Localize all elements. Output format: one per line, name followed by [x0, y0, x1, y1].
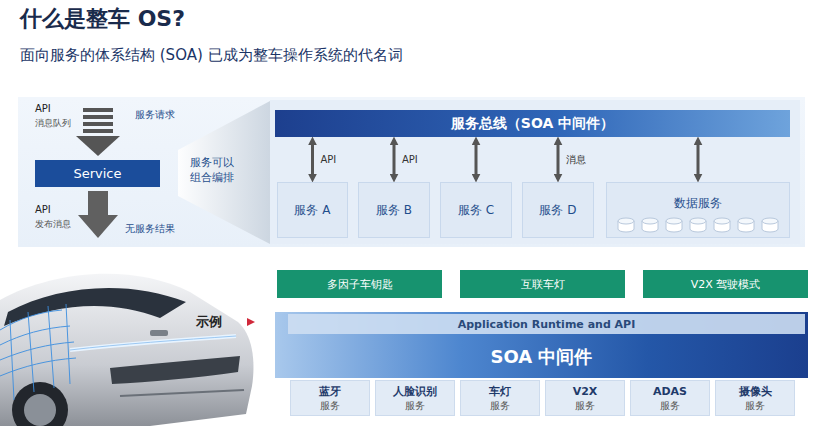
node-text: ADAS	[653, 384, 687, 399]
annotation-label: 消息队列	[35, 117, 71, 130]
base-service-box: ADAS服务	[630, 380, 710, 416]
node-text: 服务	[575, 399, 595, 413]
connector-label: API	[321, 154, 337, 165]
base-service-box: V2X服务	[545, 380, 625, 416]
service-area	[270, 100, 800, 244]
compose-funnel	[178, 101, 270, 244]
database-icons	[614, 217, 784, 233]
node-text: 服务 D	[539, 202, 576, 219]
node-text: V2X	[573, 384, 598, 399]
node-text: 服务总线（SOA 中间件）	[451, 115, 614, 133]
node-text: V2X 驾驶模式	[691, 277, 761, 292]
upper-panel	[18, 97, 805, 247]
node-text: 多因子车钥匙	[327, 277, 393, 292]
node-text: 人脸识别	[393, 384, 437, 399]
node-text: 服务	[405, 399, 425, 413]
node-text: 车灯	[489, 384, 511, 399]
node-text: 互联车灯	[521, 277, 565, 292]
connector-label: 消息	[566, 153, 586, 167]
base-service-box: 摄像头服务	[715, 380, 795, 416]
node-text: 服务	[660, 399, 680, 413]
service-box: Service	[35, 160, 160, 187]
node-text: 服务	[320, 399, 340, 413]
node-text: Service	[73, 166, 121, 181]
annotation-label: API	[35, 204, 51, 215]
node-text: 服务 B	[376, 202, 412, 219]
runtime-bar: Application Runtime and API	[288, 314, 805, 334]
annotation-label: 服务可以 组合编排	[190, 155, 240, 185]
feature-button: V2X 驾驶模式	[643, 270, 808, 298]
node-text: 数据服务	[674, 195, 722, 212]
request-arrow	[76, 108, 120, 156]
data-service-box: 数据服务	[606, 182, 790, 238]
base-service-box: 蓝牙服务	[290, 380, 370, 416]
bus-connector	[311, 140, 314, 179]
annotation-label: 服务请求	[135, 108, 175, 122]
example-pointer	[247, 318, 255, 326]
feature-button: 互联车灯	[460, 270, 625, 298]
feature-button: 多因子车钥匙	[277, 270, 442, 298]
annotation-label: 发布消息	[35, 218, 71, 231]
node-text: Application Runtime and API	[458, 318, 636, 331]
service-bus: 服务总线（SOA 中间件）	[275, 110, 790, 137]
service-box: 服务 A	[277, 182, 348, 238]
page-title: 什么是整车 OS?	[20, 4, 185, 34]
annotation-label: API	[35, 103, 51, 114]
base-service-box: 人脸识别服务	[375, 380, 455, 416]
node-text: 服务 C	[458, 202, 494, 219]
node-text: 摄像头	[739, 384, 772, 399]
middleware-block: SOA 中间件 Application Runtime and API	[275, 312, 808, 378]
bus-connector	[557, 140, 560, 179]
base-service-box: 车灯服务	[460, 380, 540, 416]
annotation-label: 示例	[196, 313, 222, 331]
node-text: 服务	[490, 399, 510, 413]
service-box: 服务 D	[522, 182, 594, 238]
service-box: 服务 B	[358, 182, 430, 238]
bus-connector	[697, 140, 700, 179]
bus-connector	[475, 140, 478, 179]
node-text: SOA 中间件	[491, 345, 593, 369]
page-subtitle: 面向服务的体系结构 (SOA) 已成为整车操作系统的代名词	[20, 46, 403, 65]
node-text: 蓝牙	[319, 384, 341, 399]
annotation-label: 无服务结果	[125, 222, 175, 236]
connector-label: API	[402, 154, 418, 165]
bus-connector	[393, 140, 396, 179]
publish-arrow	[78, 191, 118, 238]
node-text: 服务 A	[294, 202, 330, 219]
car-illustration	[0, 274, 253, 426]
service-box: 服务 C	[440, 182, 512, 238]
node-text: 服务	[745, 399, 765, 413]
